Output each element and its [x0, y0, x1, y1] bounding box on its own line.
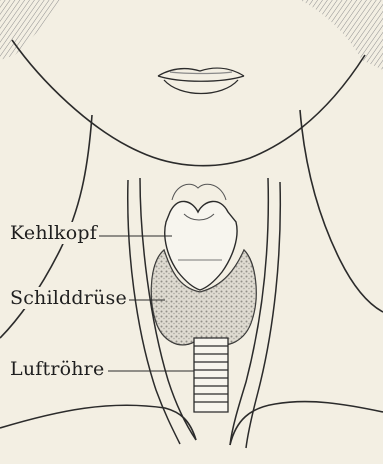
- right-neck-outline: [300, 110, 383, 312]
- right-hair-shading: [300, 0, 383, 70]
- trachea: [194, 338, 228, 412]
- jaw-line: [12, 40, 365, 166]
- left-clavicle: [0, 405, 196, 440]
- right-clavicle: [230, 402, 383, 445]
- mouth: [158, 68, 244, 93]
- left-hair-shading: [0, 0, 60, 60]
- label-luftroehre: Luftröhre: [10, 358, 106, 380]
- label-kehlkopf: Kehlkopf: [10, 222, 99, 244]
- larynx: [165, 184, 237, 290]
- label-schilddruese: Schilddrüse: [10, 287, 129, 309]
